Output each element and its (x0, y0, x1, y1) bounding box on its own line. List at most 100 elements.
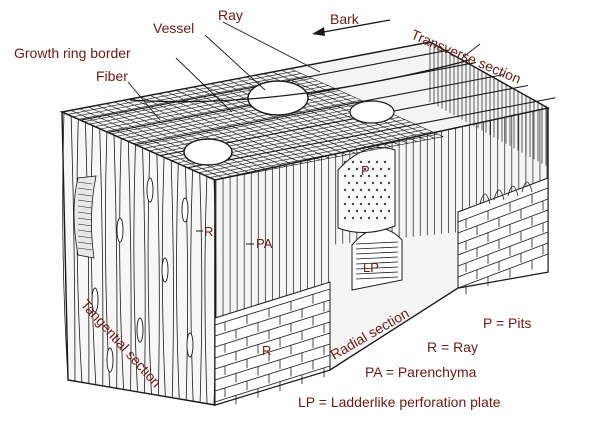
brick-row (457, 209, 549, 245)
pit (387, 181, 391, 185)
pit (387, 195, 391, 199)
pit (375, 174, 379, 178)
left-pitted-strip (73, 175, 97, 259)
strip-mark (77, 187, 93, 191)
pit (351, 160, 355, 164)
cell-wall (272, 71, 426, 141)
pit (347, 195, 351, 199)
ray-lens (136, 317, 144, 343)
label-fiber: Fiber (96, 68, 128, 84)
brick-row (214, 332, 331, 370)
brick-row (214, 321, 331, 359)
pit (375, 188, 379, 192)
brick-row (457, 198, 549, 234)
pit (359, 188, 363, 192)
strip-mark (77, 181, 93, 185)
pit (363, 195, 367, 199)
ladder-bar (355, 261, 399, 265)
vessel-left (183, 138, 233, 166)
tangential-fiber (113, 134, 118, 389)
label-growth-ring-border: Growth ring border (14, 45, 131, 61)
strip-mark (77, 211, 93, 215)
pit (383, 188, 387, 192)
pit (347, 181, 351, 185)
pit (383, 216, 387, 220)
brick-row (457, 253, 549, 289)
marker-r-bottom: R (262, 343, 271, 358)
leader-lines (127, 21, 481, 121)
tangential-fiber (190, 169, 194, 401)
tangential-fiber (204, 175, 208, 403)
cell-wall (167, 91, 321, 161)
brick-row (214, 299, 331, 337)
pit (371, 195, 375, 199)
pit (367, 216, 371, 220)
tangential-fiber (119, 138, 125, 390)
tangential-fiber (127, 141, 132, 391)
label-ray-top: Ray (218, 7, 243, 23)
legend-parenchyma: PA = Parenchyma (365, 364, 477, 380)
pit (343, 216, 347, 220)
ladder-bar (355, 271, 399, 275)
pit (347, 209, 351, 213)
pit (343, 202, 347, 206)
pit (367, 188, 371, 192)
strip-mark (77, 199, 93, 203)
tangential-fiber (142, 147, 146, 393)
ladder-bar (355, 266, 399, 270)
pit (387, 167, 391, 171)
ray-lens (146, 177, 154, 203)
strip-mark (77, 229, 93, 233)
pit (387, 209, 391, 213)
pit (371, 181, 375, 185)
radial-ray-panel (214, 281, 331, 406)
tangential-fiber (99, 128, 104, 386)
legend-ray: R = Ray (427, 339, 478, 355)
ray-lens (186, 332, 194, 358)
strip-mark (77, 217, 93, 221)
cell-wall (61, 111, 216, 181)
cell-wall (70, 110, 224, 179)
pit (359, 160, 363, 164)
arch (493, 189, 505, 201)
arch (521, 181, 533, 193)
strip-mark (77, 205, 93, 209)
pit (367, 174, 371, 178)
growth-ring-line (129, 59, 471, 103)
cell-wall (214, 136, 444, 181)
pit (375, 202, 379, 206)
cell-wall (149, 95, 303, 164)
pit (343, 174, 347, 178)
ladder-bar (355, 241, 399, 245)
cell-wall (158, 93, 312, 162)
ladder-bar (355, 246, 399, 250)
tangential-ray-lenses (91, 177, 194, 373)
pit (379, 209, 383, 213)
brick-row (214, 310, 331, 348)
marker-p: P (361, 163, 370, 178)
tangential-fiber (176, 163, 180, 399)
ladder-bar (355, 276, 399, 280)
marker-pa: PA (256, 236, 273, 251)
pit (355, 209, 359, 213)
cell-wall (114, 101, 268, 171)
tangential-fiber (133, 144, 138, 392)
ray-lens (91, 287, 99, 313)
brick-row (457, 220, 549, 256)
pit (351, 174, 355, 178)
ray-lens (116, 217, 124, 243)
tangential-fiber (199, 172, 203, 402)
pitted-vessel (337, 147, 396, 233)
marker-arrows (196, 230, 254, 245)
radial-ray-panel-right (457, 177, 549, 295)
cell-wall (132, 98, 286, 167)
pit (383, 160, 387, 164)
ladder-bar (355, 251, 399, 255)
brick-row (457, 187, 549, 223)
pit (351, 202, 355, 206)
strip-mark (77, 223, 93, 227)
tangential-fiber (185, 166, 189, 400)
brick-row (457, 242, 549, 278)
brick-row (214, 288, 331, 326)
